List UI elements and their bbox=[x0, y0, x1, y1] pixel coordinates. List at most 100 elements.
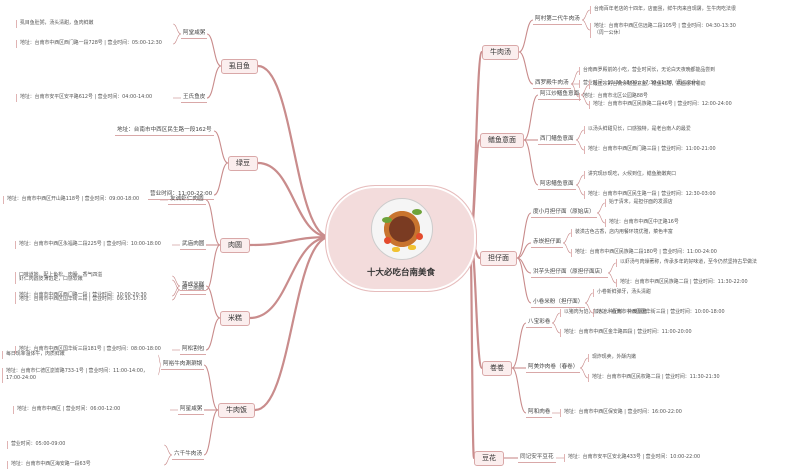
branch-topic-beef[interactable]: 牛肉汤 bbox=[482, 44, 519, 60]
sub-topic[interactable]: 六千牛肉汤 bbox=[172, 450, 204, 460]
sub-topic[interactable]: 西门鳝鱼意面 bbox=[538, 135, 576, 145]
food-plate-illustration bbox=[371, 198, 433, 260]
branch-connector bbox=[581, 19, 591, 31]
detail-note: 台南百年老店的十四年，店面虽，鲜牛肉来自现屠，生牛肉吃法很 bbox=[590, 6, 747, 14]
sub-topic[interactable]: 阿江炒鳝鱼意面 bbox=[538, 90, 582, 100]
detail-note: 地址：台南市安平区安北路433号 | 营业时间：10:00-22:00 bbox=[564, 454, 721, 462]
branch-topic-eel[interactable]: 鳝鱼意面 bbox=[480, 132, 524, 148]
branch-topic-oyster[interactable]: 牛肉饭 bbox=[218, 402, 255, 418]
branch-connector bbox=[171, 279, 181, 291]
sub-topic[interactable]: 阿忠鳝鱼意面 bbox=[538, 180, 576, 190]
branch-connector bbox=[584, 302, 594, 314]
sub-topic[interactable]: 赤崁担仔面 bbox=[531, 238, 563, 248]
sub-topic[interactable]: 阿星咸粥 bbox=[178, 405, 205, 415]
detail-note: 营业时间：05:00-09:00 bbox=[7, 441, 164, 449]
sub-topic[interactable]: 阿和肉卷 bbox=[526, 408, 553, 418]
detail-note: 以汤头鲜甜见长，口感独特，是老台南人的最爱 bbox=[584, 126, 741, 134]
detail-note: 虾仁肉圆皮薄馅足，口感软嫩 bbox=[15, 276, 172, 284]
branch-connector bbox=[570, 83, 580, 98]
branch-connector bbox=[163, 454, 173, 466]
detail-note: 小卷新鲜弹牙，汤头清甜 bbox=[593, 289, 750, 297]
detail-note: 地址：台南市中西区民权路二段 | 营业时间：11:30-21:30 bbox=[588, 374, 745, 382]
sub-topic[interactable]: 小卷米粉（担仔面） bbox=[531, 298, 586, 308]
branch-connector bbox=[562, 232, 572, 244]
detail-note: 每日现宰温体牛，肉质鲜嫩 bbox=[2, 351, 158, 359]
branch-connector bbox=[213, 130, 229, 164]
sub-topic[interactable]: 西罗殿牛肉汤 bbox=[533, 79, 571, 89]
branch-topic-danzai[interactable]: 担仔面 bbox=[480, 250, 517, 266]
branch-connector bbox=[254, 235, 331, 412]
branch-connector bbox=[206, 65, 222, 99]
branch-topic-tofu[interactable]: 豆花 bbox=[474, 450, 504, 466]
detail-note: 地址：台南市中西区西门路一段728号 | 营业时间：05:00-12:30 bbox=[16, 40, 173, 48]
detail-note: 地址：台南市中西区西门路三段 | 营业时间：11:00-21:00 bbox=[584, 146, 741, 154]
detail-note: 地址：台南市中西区国华街三段 | 营业时间：09:30-17:30 bbox=[15, 296, 172, 304]
detail-note: 地址：台南市中西区信远路二段105号 | 营业时间：04:30-13:30（周一… bbox=[590, 22, 747, 38]
branch-topic-rice[interactable]: 米糕 bbox=[220, 310, 250, 326]
sub-topic[interactable]: 落成米糕 bbox=[180, 281, 207, 291]
branch-connector bbox=[579, 357, 589, 369]
central-topic[interactable]: 十大必吃台南美食 bbox=[325, 185, 477, 292]
branch-connector bbox=[562, 242, 572, 254]
sub-topic[interactable]: 八宝彩卷 bbox=[526, 318, 553, 328]
sub-topic[interactable]: 阿村第二代牛肉汤 bbox=[533, 15, 582, 25]
branch-topic-mung[interactable]: 绿豆 bbox=[228, 155, 258, 171]
sub-topic[interactable]: 阿美炸肉卷（春卷） bbox=[526, 363, 581, 373]
branch-connector bbox=[205, 317, 221, 351]
branch-connector bbox=[163, 444, 173, 456]
branch-connector bbox=[581, 9, 591, 21]
branch-connector bbox=[523, 139, 539, 186]
detail-note: 地址：台南市中西区保安路 | 营业时间：16:00-22:00 bbox=[560, 409, 717, 417]
branch-connector bbox=[551, 322, 561, 334]
detail-note: 地址：台南市中西区民族路二段180号 | 营业时间：11:00-24:00 bbox=[571, 249, 728, 257]
detail-note: 地址：台南市仁德区崑崙路733-1号 | 营业时间：11:00-14:00，17… bbox=[2, 367, 158, 383]
sub-topic[interactable]: 友诚虾仁肉圆 bbox=[168, 195, 206, 205]
sub-topic[interactable]: 同记安平豆花 bbox=[518, 453, 556, 463]
branch-connector bbox=[518, 19, 534, 53]
branch-connector bbox=[596, 202, 606, 214]
detail-note: 装潢古色古香，店内用餐环境优雅，菜色丰富 bbox=[571, 229, 728, 237]
branch-connector bbox=[575, 184, 585, 196]
detail-note: 地址：台南市中西区开山路118号 | 营业时间：09:00-18:00 bbox=[3, 196, 160, 204]
branch-topic-meatball[interactable]: 肉圆 bbox=[220, 237, 250, 253]
sub-topic[interactable]: 王氏鱼皮 bbox=[181, 93, 208, 103]
sub-topic[interactable]: 洪芋头担仔面（原担仔面店） bbox=[531, 268, 608, 278]
branch-connector bbox=[518, 51, 534, 85]
branch-connector bbox=[607, 262, 617, 274]
branch-connector bbox=[171, 289, 181, 301]
branch-connector bbox=[584, 292, 594, 304]
sub-topic[interactable]: 武庙肉圆 bbox=[180, 240, 207, 250]
branch-connector bbox=[516, 242, 532, 259]
branch-connector bbox=[249, 235, 331, 247]
branch-connector bbox=[213, 162, 229, 196]
sub-topic[interactable]: 阿堂咸粥 bbox=[181, 29, 208, 39]
branch-connector bbox=[511, 367, 527, 414]
branch-connector bbox=[575, 129, 585, 141]
branch-connector bbox=[172, 33, 182, 45]
branch-connector bbox=[575, 139, 585, 151]
branch-topic-roll[interactable]: 卷卷 bbox=[482, 360, 512, 376]
branch-topic-fish[interactable]: 虱目鱼 bbox=[221, 58, 258, 74]
detail-note: 地址：台南市中西区中正路16号 bbox=[605, 219, 762, 227]
detail-note: 现炸现卖，外酥内嫩 bbox=[588, 354, 745, 362]
central-title: 十大必吃台南美食 bbox=[366, 268, 435, 278]
detail-note: 地址：台南市安平区安平路612号 | 营业时间：04:00-14:00 bbox=[16, 94, 173, 102]
detail-note: 口味道地，配上鱼松、肉臊，香气四溢 bbox=[15, 272, 172, 280]
sub-topic[interactable]: 营业时间：11:00-22:00 bbox=[148, 190, 215, 200]
sub-topic[interactable]: 阿裕牛肉涮涮锅 bbox=[161, 360, 205, 370]
sub-topic[interactable]: 地址：台南市中西区民生路一段162号 bbox=[115, 126, 214, 136]
branch-connector bbox=[516, 257, 532, 304]
branch-connector bbox=[203, 409, 219, 456]
branch-connector bbox=[249, 235, 331, 320]
branch-connector bbox=[171, 285, 181, 297]
sub-topic[interactable]: 阿三肉圆 bbox=[180, 285, 207, 295]
detail-note: 地址：台南市中西区西门路一段 | 营业时间：10:00-20:30 bbox=[15, 292, 172, 300]
detail-note: 地址：台南市中西区民生路一段 | 营业时间：12:30-03:00 bbox=[584, 191, 741, 199]
sub-topic[interactable]: 阿松割包 bbox=[180, 345, 207, 355]
branch-connector bbox=[551, 312, 561, 324]
detail-note: 以虾汤与肉燥著称，传承多年的好味道，至今仍然坚持古早做法 bbox=[616, 259, 773, 267]
branch-connector bbox=[257, 161, 331, 239]
branch-connector bbox=[171, 275, 181, 287]
sub-topic[interactable]: 度小月担仔面（原始店） bbox=[531, 208, 597, 218]
